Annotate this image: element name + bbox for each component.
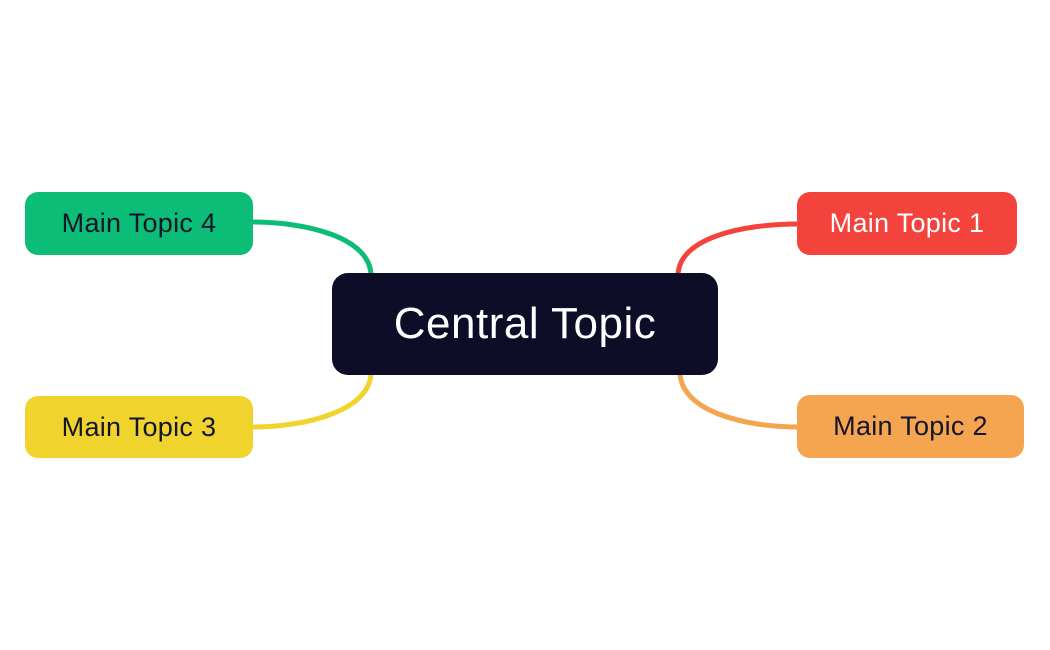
node-main-topic-2[interactable]: Main Topic 2 [797,395,1024,458]
central-topic-label: Central Topic [393,299,657,348]
main-topic-1-label: Main Topic 1 [829,208,985,238]
edge-main-topic-2 [677,369,801,430]
main-topic-4-label: Main Topic 4 [61,208,217,238]
edge-main-topic-1 [675,221,801,279]
main-topic-2-label: Main Topic 2 [833,411,988,441]
central-topic-node[interactable]: Central Topic [332,273,718,375]
node-main-topic-3[interactable]: Main Topic 3 [25,396,253,458]
node-main-topic-1[interactable]: Main Topic 1 [797,192,1017,255]
edge-main-topic-4 [249,219,374,279]
main-topic-3-label: Main Topic 3 [61,411,217,442]
edge-main-topic-3 [249,369,374,430]
node-main-topic-4[interactable]: Main Topic 4 [25,192,253,255]
